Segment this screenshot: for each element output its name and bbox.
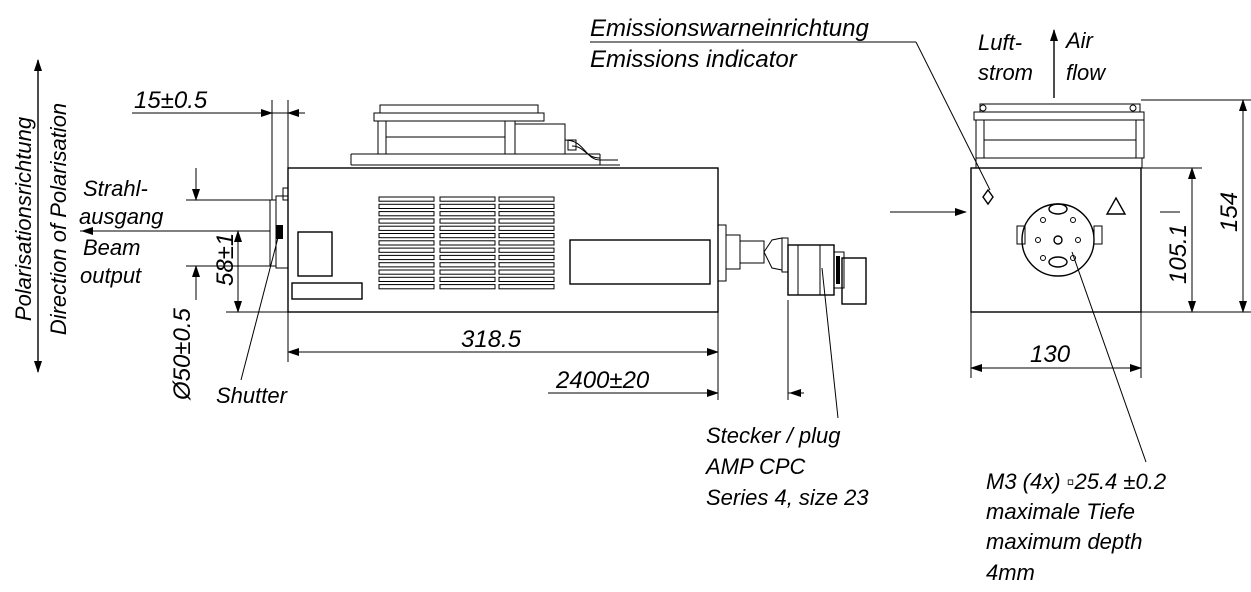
plug-label-1: Stecker / plug <box>706 423 841 448</box>
front-body <box>970 167 1142 313</box>
polarisation-direction: Polarisationsrichtung Direction of Polar… <box>11 59 71 373</box>
mount-label-4: 4mm <box>986 560 1035 585</box>
dim-total-height: 154 <box>1141 99 1251 313</box>
vent-slot <box>498 276 555 282</box>
beam-label-en-2: output <box>80 263 142 288</box>
beam-label-de-2: ausgang <box>79 204 164 229</box>
plug-connector <box>717 224 867 305</box>
vent-slot <box>439 254 496 261</box>
vent-slot <box>498 284 555 290</box>
vent-slot <box>378 262 435 268</box>
front-connector <box>1016 203 1103 277</box>
vent-slot <box>498 269 555 275</box>
vent-slot <box>378 276 435 282</box>
vent-slot <box>378 233 435 239</box>
beam-label-de-1: Strahl- <box>83 176 148 201</box>
dim-cable: 2400±20 <box>548 300 804 400</box>
emission-label-en: Emissions indicator <box>590 46 798 73</box>
vent-slot <box>498 196 555 202</box>
mount-label-3: maximum depth <box>986 529 1143 554</box>
shutter-label: Shutter <box>216 383 289 408</box>
plug-label-3: Series 4, size 23 <box>706 485 869 510</box>
vent-slot <box>378 203 435 210</box>
vent-slot <box>498 211 555 217</box>
dim-flange-label: 15±0.5 <box>134 87 208 114</box>
polarisation-label-de: Polarisationsrichtung <box>11 116 36 321</box>
dim-beam-height: 58±1 <box>212 230 288 313</box>
vent-slot <box>498 240 555 246</box>
vent-slot <box>378 284 435 290</box>
shutter-callout: Shutter <box>216 229 289 408</box>
vent-slot <box>498 254 555 261</box>
airflow-indicator: Luft- strom Air flow <box>978 28 1107 98</box>
vent-slot <box>439 233 496 239</box>
dim-cable-label: 2400±20 <box>555 367 650 394</box>
vent-slot <box>439 225 496 231</box>
dim-beam-height-label: 58±1 <box>212 233 239 286</box>
dim-length: 318.5 <box>287 312 719 362</box>
dim-length-label: 318.5 <box>461 326 522 353</box>
emission-indicator-icon <box>982 188 994 206</box>
dim-width: 130 <box>970 312 1142 378</box>
vent-slot <box>498 225 555 231</box>
vent-slot <box>439 269 496 275</box>
mount-label-2: maximale Tiefe <box>986 499 1135 524</box>
vent-slot <box>378 196 435 202</box>
fan-assembly <box>350 104 620 166</box>
vent-slot <box>378 225 435 231</box>
dim-body-height-label: 105.1 <box>1165 224 1192 284</box>
vent-slot <box>439 247 496 253</box>
front-flange <box>269 187 289 269</box>
emission-callout: Emissionswarneinrichtung Emissions indic… <box>590 15 991 191</box>
vent-grille <box>378 196 555 290</box>
side-window-1 <box>297 231 333 277</box>
airflow-label-en-1: Air <box>1064 28 1095 53</box>
vent-slot <box>498 233 555 239</box>
dim-body-height: 105.1 <box>1141 167 1251 313</box>
vent-slot <box>498 218 555 224</box>
airflow-label-de-2: strom <box>978 60 1033 85</box>
vent-slot <box>378 254 435 261</box>
vent-slot <box>498 262 555 268</box>
vent-slot <box>498 247 555 253</box>
airflow-label-de-1: Luft- <box>978 30 1022 55</box>
mount-label-1: M3 (4x) ▫25.4 ±0.2 <box>986 469 1166 494</box>
vent-slot <box>439 196 496 202</box>
vent-slot <box>439 276 496 282</box>
plug-label-2: AMP CPC <box>704 454 806 479</box>
dim-total-height-label: 154 <box>1216 192 1243 232</box>
vent-slot <box>378 240 435 246</box>
beam-output: Strahl- ausgang Beam output <box>79 176 270 288</box>
vent-slot <box>378 269 435 275</box>
side-view: 15±0.5 Strahl- ausgang Beam output Ø50±0… <box>79 87 869 510</box>
vent-slot <box>439 203 496 210</box>
vent-slot <box>439 284 496 290</box>
warning-triangle-icon <box>1105 196 1127 215</box>
polarisation-label-en: Direction of Polarisation <box>46 103 71 335</box>
dim-width-label: 130 <box>1030 341 1071 368</box>
vent-slot <box>378 247 435 253</box>
emission-label-de: Emissionswarneinrichtung <box>590 15 869 42</box>
vent-slot <box>378 218 435 224</box>
vent-slot <box>439 262 496 268</box>
front-view: 130 105.1 154 M3 (4x) ▫25.4 ±0.2 maximal… <box>890 99 1251 585</box>
airflow-label-en-2: flow <box>1066 60 1107 85</box>
side-label-plate <box>569 239 711 285</box>
vent-slot <box>439 218 496 224</box>
vent-slot <box>439 211 496 217</box>
vent-slot <box>378 211 435 217</box>
vent-slot <box>439 240 496 246</box>
side-window-2 <box>291 282 363 300</box>
plug-callout: Stecker / plug AMP CPC Series 4, size 23 <box>704 267 869 510</box>
dim-flange: 15±0.5 <box>132 87 305 200</box>
dim-aperture-label: Ø50±0.5 <box>169 307 196 401</box>
dim-aperture: Ø50±0.5 <box>169 168 272 401</box>
vent-slot <box>498 203 555 210</box>
front-fan <box>973 103 1145 169</box>
mount-callout: M3 (4x) ▫25.4 ±0.2 maximale Tiefe maximu… <box>986 251 1166 585</box>
beam-label-en-1: Beam <box>83 235 140 260</box>
